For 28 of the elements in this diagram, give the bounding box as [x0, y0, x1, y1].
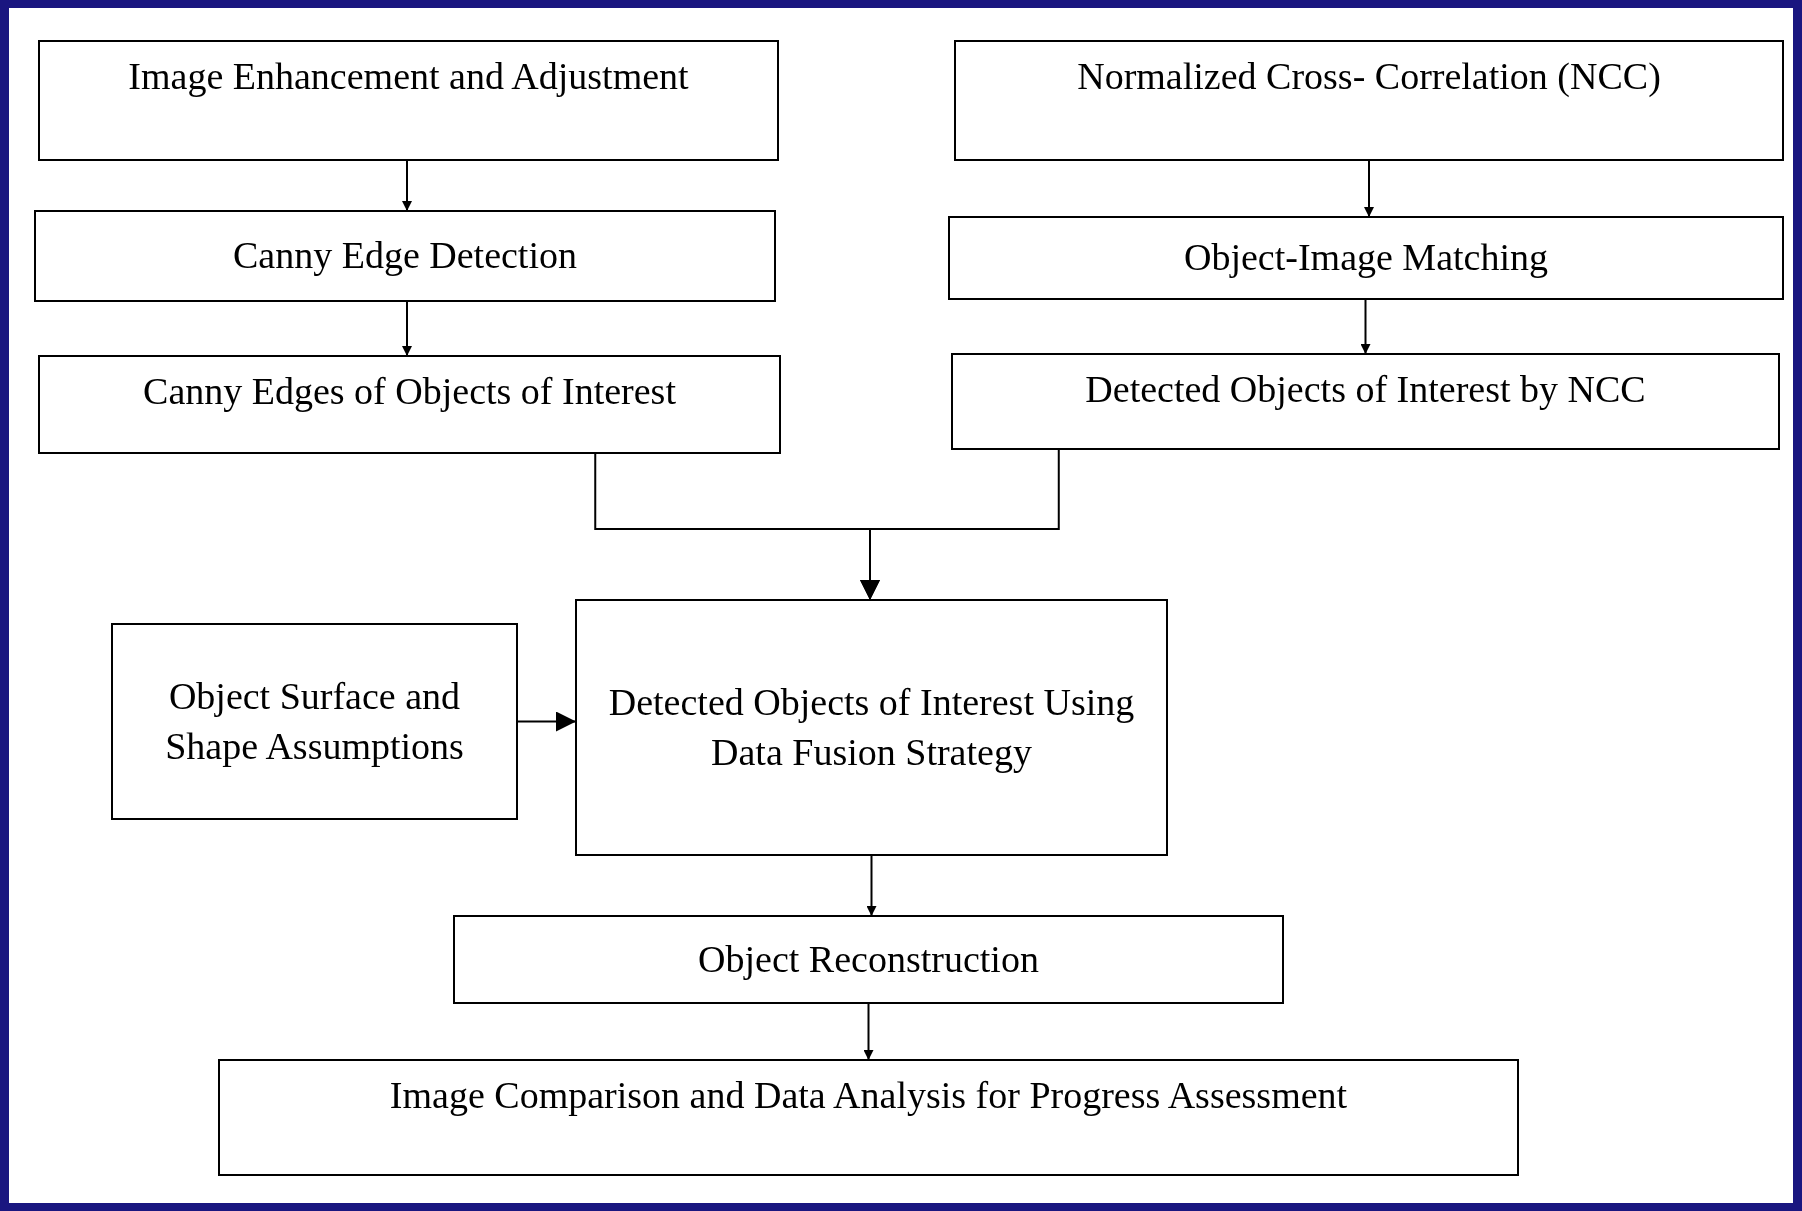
arrow [402, 160, 412, 211]
process-box [111, 623, 518, 820]
process-box [575, 599, 1168, 856]
process-box [218, 1059, 1519, 1176]
box-label: Detected Objects of Interest by NCC [1084, 367, 1647, 412]
process-box [951, 353, 1780, 450]
box-label: Image Comparison and Data Analysis for Progress Assessment [388, 1073, 1349, 1118]
box-label: Object Reconstruction [697, 936, 1040, 982]
box-label: Object Surface and Shape Assumptions [164, 674, 465, 769]
box-label: Detected Objects of Interest Using Data Fusion Strategy [607, 680, 1136, 775]
process-box [453, 915, 1284, 1004]
arrow [863, 1003, 874, 1060]
box-label: Image Enhancement and Adjustment [127, 54, 690, 99]
box-label: Object-Image Matching [1183, 235, 1549, 281]
process-box [948, 216, 1784, 300]
box-label: Canny Edge Detection [232, 233, 578, 279]
process-box [34, 210, 776, 302]
arrow [402, 301, 412, 356]
box-label: Normalized Cross- Correlation (NCC) [1076, 54, 1662, 99]
process-box [954, 40, 1784, 161]
process-box [38, 40, 779, 161]
box-label: Canny Edges of Objects of Interest [142, 369, 677, 414]
arrow [1360, 299, 1371, 354]
arrow [517, 711, 576, 732]
arrow [866, 855, 877, 916]
arrow [860, 449, 1060, 600]
process-box [38, 355, 781, 454]
arrow [1364, 160, 1374, 217]
